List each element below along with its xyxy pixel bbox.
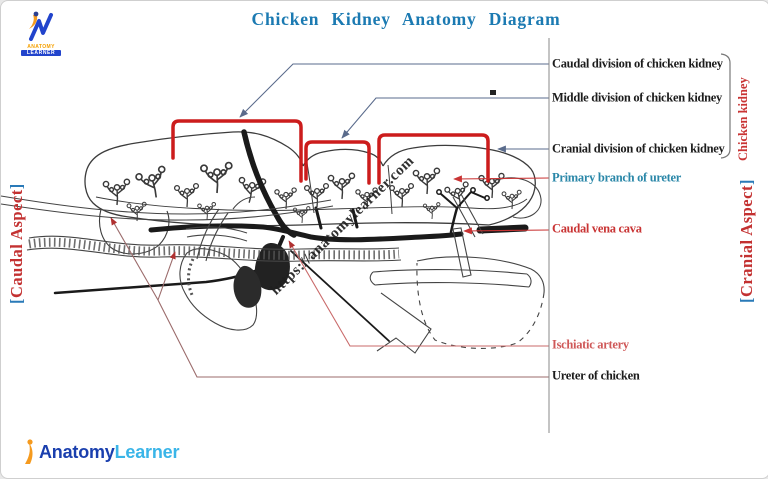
- logo-bottom-part1: Anatomy: [39, 441, 115, 462]
- bracket-close: ]: [737, 179, 756, 186]
- label-middle-division: Middle division of chicken kidney: [552, 90, 722, 105]
- label-caudal-division: Caudal division of chicken kidney: [552, 56, 723, 71]
- logo-bottom-part2: Learner: [114, 441, 180, 462]
- stray-mark: [490, 90, 496, 95]
- ureter-tube: [1, 195, 334, 221]
- label-ischiatic-artery: Ischiatic artery: [552, 337, 629, 352]
- aspect-text: Caudal Aspect: [7, 189, 26, 298]
- blood-vessels: [53, 129, 529, 342]
- bracket-open: [: [737, 296, 756, 303]
- page-title: Chicken Kidney Anatomy Diagram: [251, 9, 561, 29]
- cranial-aspect-label: [Cranial Aspect]: [737, 156, 757, 326]
- site-logo-top: ANATOMY LEARNER: [21, 11, 61, 56]
- logo-figure-icon: [29, 11, 53, 41]
- label-primary-branch-of-ureter: Primary branch of ureter: [552, 170, 681, 185]
- label-caudal-vena-cava: Caudal vena cava: [552, 221, 642, 236]
- caudal-aspect-label: [Caudal Aspect]: [7, 161, 27, 326]
- logo-top-line2: LEARNER: [21, 50, 61, 56]
- label-cranial-division: Cranial division of chicken kidney: [552, 141, 725, 156]
- kidney-division-brackets: [171, 119, 490, 185]
- pelvic-bone-outlines: [179, 177, 545, 354]
- bracket-open: [: [7, 297, 26, 304]
- bracket-close: ]: [7, 183, 26, 190]
- pointer-lines: [110, 63, 550, 378]
- logo-top-line1: ANATOMY: [27, 44, 55, 50]
- kidney-outline: [84, 131, 536, 255]
- chicken-kidney-group-label: Chicken kidney: [736, 77, 750, 161]
- logo-swoosh-icon: [25, 439, 33, 464]
- label-ureter-of-chicken: Ureter of chicken: [552, 368, 640, 383]
- group-bracket: [720, 53, 731, 159]
- aspect-text: Cranial Aspect: [737, 185, 756, 297]
